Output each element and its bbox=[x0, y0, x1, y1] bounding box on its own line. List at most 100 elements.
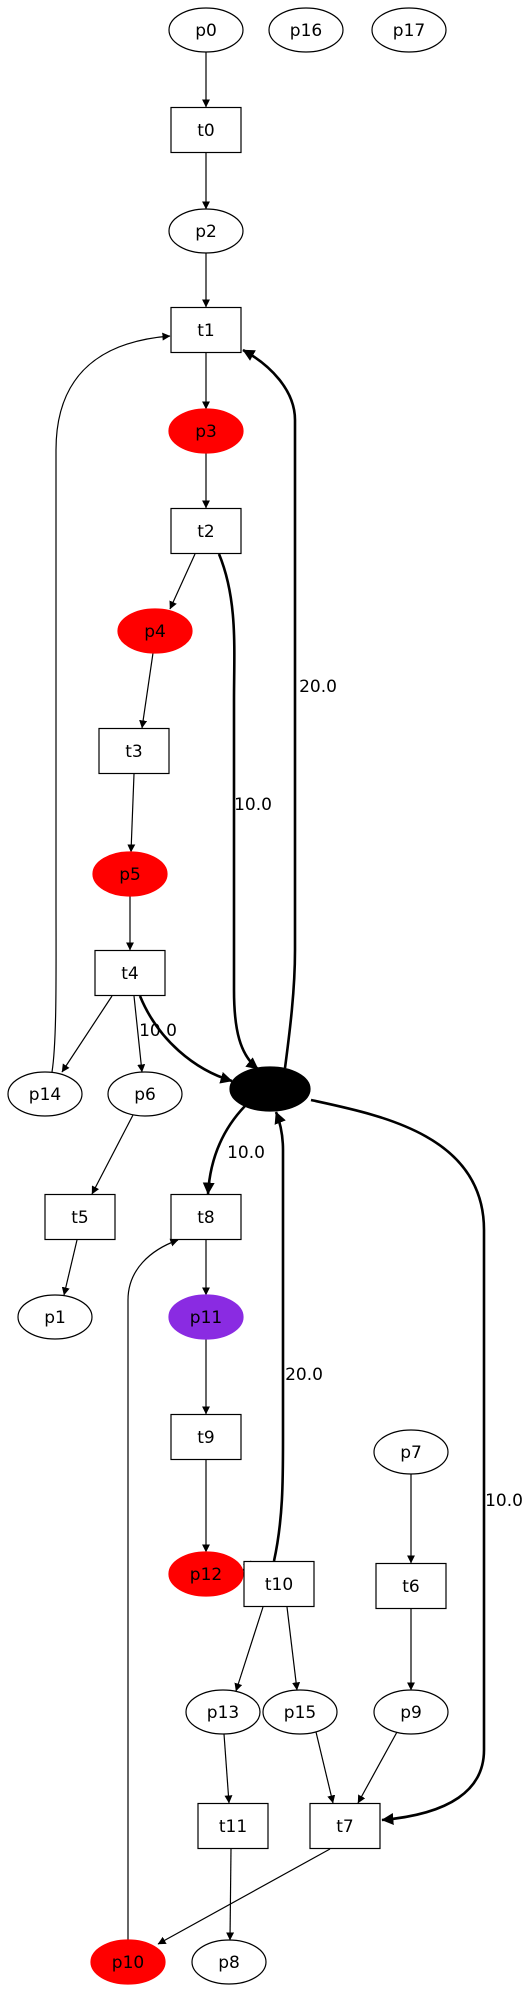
place-label: p14 bbox=[29, 1085, 61, 1105]
place-shape bbox=[191, 1939, 267, 1985]
place-shape bbox=[7, 1071, 83, 1117]
arcs-layer bbox=[51, 52, 486, 1945]
transition-label: t1 bbox=[197, 321, 214, 341]
transition-label: t10 bbox=[265, 1575, 293, 1595]
place-shape bbox=[17, 1294, 93, 1340]
place-p5[interactable]: p5 bbox=[92, 851, 168, 897]
place-p3[interactable]: p3 bbox=[168, 408, 244, 454]
transition-shape bbox=[375, 1562, 447, 1610]
transition-label: t4 bbox=[121, 964, 138, 984]
place-label: p13 bbox=[207, 1703, 239, 1723]
transition-t3[interactable]: t3 bbox=[98, 727, 170, 775]
transition-label: t7 bbox=[336, 1817, 353, 1837]
transition-t4[interactable]: t4 bbox=[94, 949, 166, 997]
arc-t5-to-p1 bbox=[61, 1239, 78, 1296]
place-label: p15 bbox=[284, 1703, 316, 1723]
transition-t8[interactable]: t8 bbox=[170, 1193, 242, 1241]
arc-weight-hub-to-t7: 10.0 bbox=[485, 1491, 523, 1511]
place-p7[interactable]: p7 bbox=[373, 1429, 449, 1475]
arc-t4-to-hub bbox=[138, 995, 233, 1084]
place-p9[interactable]: p9 bbox=[373, 1689, 449, 1735]
place-p14[interactable]: p14 bbox=[7, 1071, 83, 1117]
place-label: p1 bbox=[44, 1308, 66, 1328]
transition-label: t11 bbox=[219, 1817, 247, 1837]
place-shape bbox=[371, 7, 447, 53]
place-shape bbox=[268, 7, 344, 53]
transition-t0[interactable]: t0 bbox=[170, 106, 242, 154]
place-p0[interactable]: p0 bbox=[168, 7, 244, 53]
transition-shape bbox=[197, 1802, 269, 1850]
transition-shape bbox=[243, 1560, 315, 1608]
place-p17[interactable]: p17 bbox=[371, 7, 447, 53]
place-p10[interactable]: p10 bbox=[90, 1939, 166, 1985]
place-p13[interactable]: p13 bbox=[185, 1689, 261, 1735]
arc-hub-to-t1 bbox=[242, 348, 297, 1069]
arc-weight-t4-to-hub: 10.0 bbox=[139, 1021, 177, 1041]
arc-t4-to-p6 bbox=[133, 995, 146, 1073]
transition-label: t0 bbox=[197, 121, 214, 141]
place-p2[interactable]: p2 bbox=[168, 208, 244, 254]
place-label: p4 bbox=[144, 622, 166, 642]
place-p12[interactable]: p12 bbox=[168, 1551, 244, 1597]
transition-label: t5 bbox=[71, 1208, 88, 1228]
arc-hub-to-t7 bbox=[310, 1098, 486, 1825]
place-shape bbox=[117, 608, 193, 654]
place-label: p7 bbox=[400, 1443, 422, 1463]
nodes-layer: p0 p16 p17 p2 p3 p4 p5 p14 p6 p1 p11 p12 p7 p13 p15 p9 p… bbox=[7, 7, 449, 1985]
arc-t7-to-p10 bbox=[157, 1848, 331, 1945]
place-p4[interactable]: p4 bbox=[117, 608, 193, 654]
place-shape bbox=[107, 1071, 183, 1117]
transition-t11[interactable]: t11 bbox=[197, 1802, 269, 1850]
place-p15[interactable]: p15 bbox=[262, 1689, 338, 1735]
place-p8[interactable]: p8 bbox=[191, 1939, 267, 1985]
arc-t2-to-p4 bbox=[169, 553, 196, 610]
place-label: p0 bbox=[195, 21, 217, 41]
transition-t1[interactable]: t1 bbox=[170, 306, 242, 354]
arc-t10-to-p15 bbox=[286, 1606, 301, 1691]
transition-t6[interactable]: t6 bbox=[375, 1562, 447, 1610]
transition-t5[interactable]: t5 bbox=[44, 1193, 116, 1241]
place-label: p17 bbox=[393, 21, 425, 41]
transition-shape bbox=[309, 1802, 381, 1850]
place-label: p8 bbox=[218, 1953, 240, 1973]
arc-t4-to-p14 bbox=[61, 995, 113, 1073]
transition-shape bbox=[98, 727, 170, 775]
arc-p15-to-t7 bbox=[315, 1731, 336, 1804]
transition-t2[interactable]: t2 bbox=[170, 507, 242, 555]
arc-t10-to-p13 bbox=[234, 1606, 264, 1692]
place-shape bbox=[168, 7, 244, 53]
place-shape bbox=[262, 1689, 338, 1735]
place-p1[interactable]: p1 bbox=[17, 1294, 93, 1340]
place-p16[interactable]: p16 bbox=[268, 7, 344, 53]
transition-shape bbox=[170, 306, 242, 354]
place-shape bbox=[92, 851, 168, 897]
arc-p13-to-t11 bbox=[223, 1733, 233, 1804]
place-p11[interactable]: p11 bbox=[168, 1294, 244, 1340]
arc-t11-to-p8 bbox=[226, 1848, 235, 1941]
place-shape bbox=[185, 1689, 261, 1735]
place-shape bbox=[373, 1689, 449, 1735]
transition-shape bbox=[170, 1193, 242, 1241]
transition-t9[interactable]: t9 bbox=[170, 1413, 242, 1461]
transition-shape bbox=[170, 1413, 242, 1461]
place-label: p3 bbox=[195, 422, 217, 442]
transition-label: t2 bbox=[197, 522, 214, 542]
place-label: p12 bbox=[190, 1565, 222, 1585]
arc-weight-hub-to-t8: 10.0 bbox=[227, 1143, 265, 1163]
arc-weight-hub-to-t1: 20.0 bbox=[299, 677, 337, 697]
place-shape bbox=[168, 208, 244, 254]
transition-shape bbox=[170, 507, 242, 555]
transition-t7[interactable]: t7 bbox=[309, 1802, 381, 1850]
arc-t10-to-hub bbox=[272, 1111, 286, 1562]
transition-t10[interactable]: t10 bbox=[243, 1560, 315, 1608]
hub-place[interactable] bbox=[229, 1066, 311, 1112]
arc-p9-to-t7 bbox=[357, 1731, 398, 1804]
place-label: p6 bbox=[134, 1085, 156, 1105]
place-p6[interactable]: p6 bbox=[107, 1071, 183, 1117]
place-shape bbox=[90, 1939, 166, 1985]
place-label: p9 bbox=[400, 1703, 422, 1723]
arc-hub-to-t8 bbox=[202, 1105, 246, 1195]
place-label: p16 bbox=[290, 21, 322, 41]
